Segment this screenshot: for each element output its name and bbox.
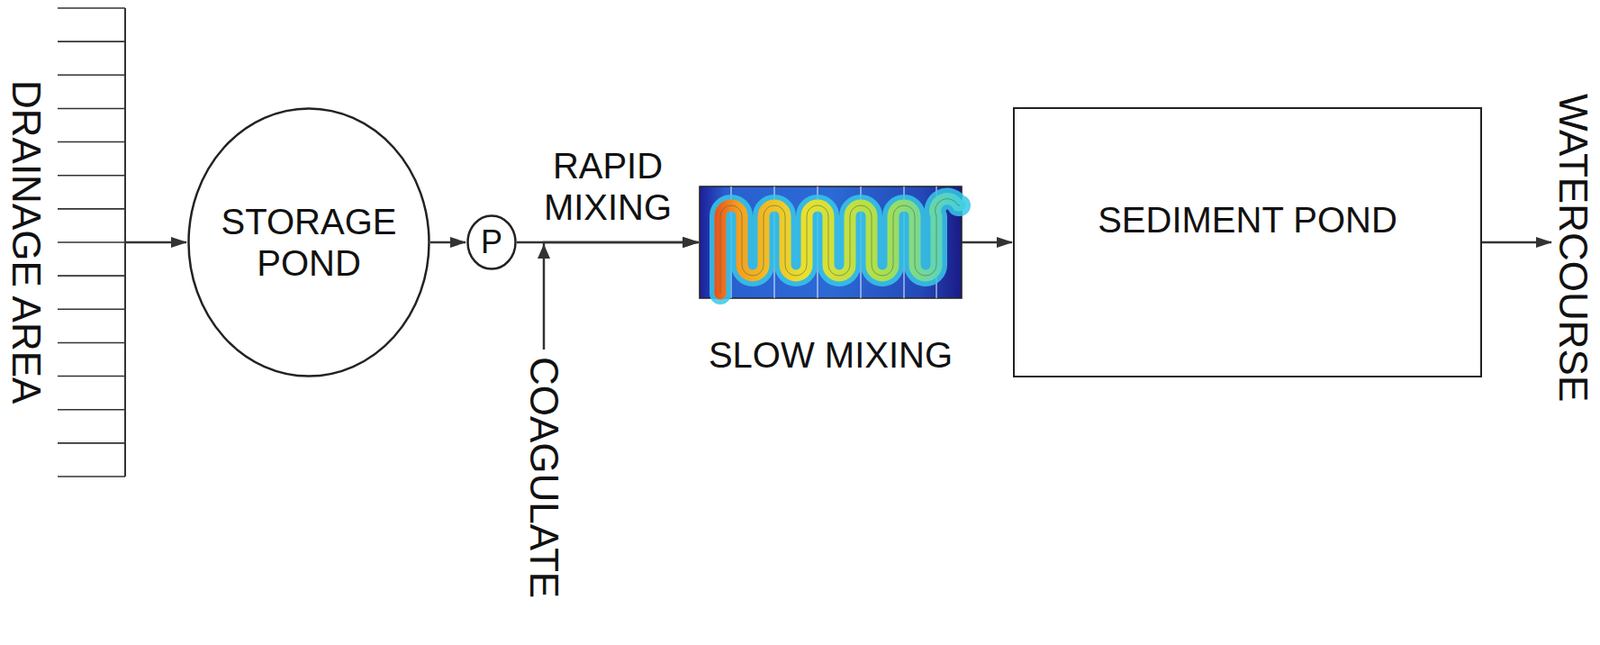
node-label: COAGULATE — [523, 356, 565, 598]
drain-tick — [57, 207, 126, 210]
flow-path — [720, 198, 960, 294]
flow-connector — [125, 242, 187, 244]
drain-tick — [57, 141, 126, 144]
flow-connector — [430, 242, 466, 244]
storage-pond: STORAGE POND — [187, 107, 431, 378]
streamline — [720, 198, 960, 294]
drain-tick — [57, 241, 126, 244]
edge-label: RAPID MIXING — [518, 144, 697, 228]
flow-glow — [720, 198, 960, 294]
node-label: P — [480, 224, 503, 261]
ellipse-outline — [187, 107, 431, 378]
node-label: SEDIMENT POND — [1014, 198, 1481, 241]
flow-connector — [961, 242, 1013, 244]
slow-mixing-illustration — [699, 186, 962, 299]
drain-tick — [57, 108, 126, 110]
flow-connector — [537, 242, 698, 350]
drain-tick — [57, 40, 126, 43]
watercourse: WATERCOURSE — [1552, 93, 1594, 402]
drain-tick — [57, 73, 126, 76]
mixer-tank — [699, 186, 962, 299]
drainage-area: DRAINAGE AREA — [5, 8, 126, 477]
junction-arrowhead — [537, 244, 551, 259]
node-label: STORAGE POND — [218, 200, 399, 284]
flow-connector — [1482, 242, 1552, 244]
sediment-pond: SEDIMENT POND — [1012, 107, 1483, 378]
drain-tick — [57, 7, 126, 10]
coagulant-inlet: COAGULATE — [523, 356, 565, 598]
drain-tick — [57, 475, 126, 478]
drain-tick — [57, 408, 126, 411]
drain-tick — [57, 375, 126, 378]
node-label: WATERCOURSE — [1552, 93, 1594, 402]
drain-tick — [57, 274, 126, 277]
slow-mixing-tank: SLOW MIXING — [699, 186, 962, 299]
pump-circle: P — [466, 214, 517, 271]
drain-tick — [57, 174, 126, 177]
drain-tick — [57, 307, 126, 310]
drainage-collector — [57, 8, 126, 477]
node-label: DRAINAGE AREA — [5, 80, 47, 404]
drain-tick — [57, 342, 126, 344]
node-label: SLOW MIXING — [708, 334, 953, 376]
drain-tick — [57, 442, 126, 444]
